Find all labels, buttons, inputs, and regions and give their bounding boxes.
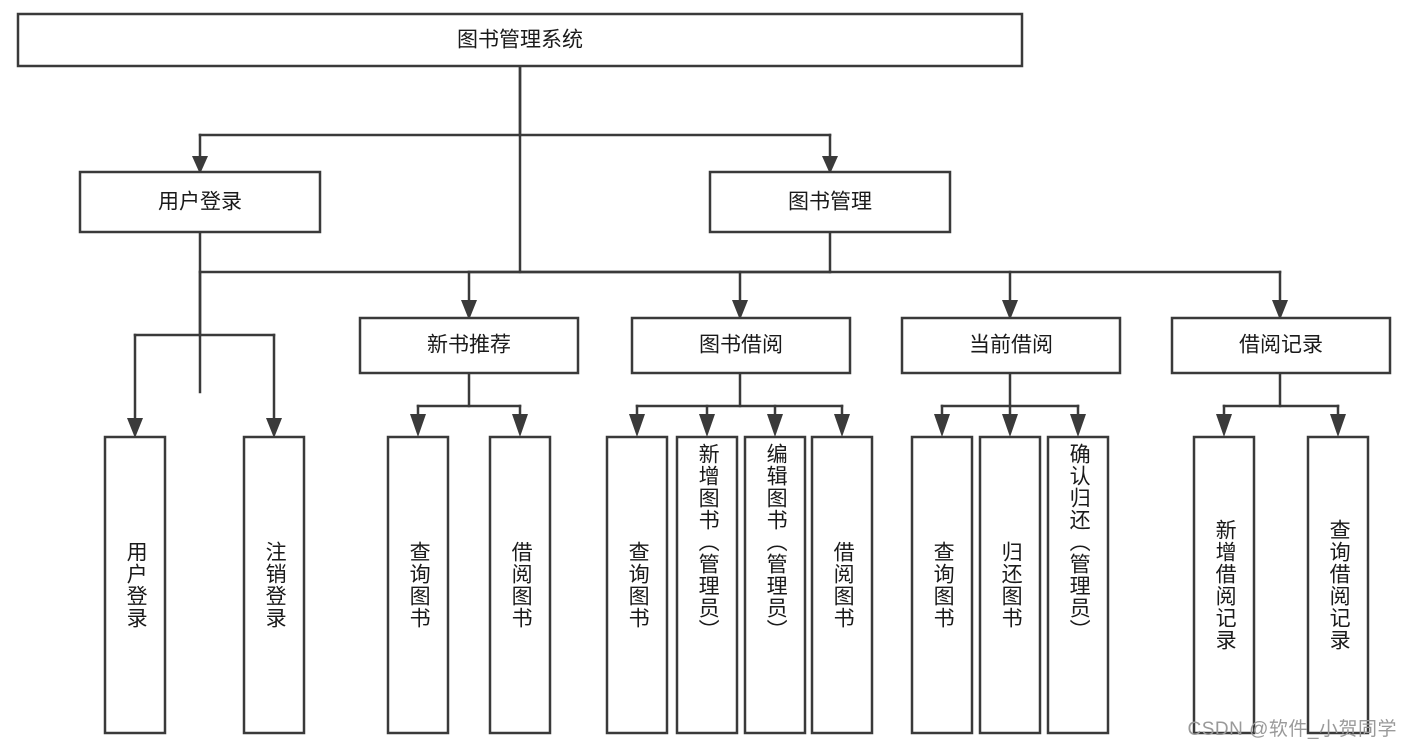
- node-leaf-query-book-1[interactable]: [386, 435, 450, 735]
- node-current-borrow-label: 当前借阅: [969, 334, 1053, 357]
- csdn-watermark: CSDN @软件_小贺同学: [1187, 719, 1397, 740]
- arrow-to-user-login: [192, 156, 208, 174]
- node-leaf-query-book-3[interactable]: [910, 435, 974, 735]
- arrow-leaf-add-book: [699, 414, 715, 437]
- node-leaf-borrow-book-2[interactable]: [810, 435, 874, 735]
- node-leaf-add-book[interactable]: [675, 435, 739, 735]
- node-new-book-rec[interactable]: [358, 316, 580, 375]
- node-leaf-query-book-2[interactable]: [605, 435, 669, 735]
- arrow-leaf-query-book-3: [934, 414, 950, 437]
- arrow-leaf-borrow-book-1: [512, 414, 528, 437]
- arrow-new-book-rec: [461, 300, 477, 320]
- node-leaf-return-book[interactable]: [978, 435, 1042, 735]
- node-root-label: 图书管理系统: [457, 29, 583, 52]
- arrow-leaf-user-login: [127, 418, 143, 438]
- arrow-leaf-query-book-2: [629, 414, 645, 437]
- node-leaf-edit-book[interactable]: [743, 435, 807, 735]
- arrow-leaf-return-book: [1002, 414, 1018, 437]
- node-book-borrow[interactable]: [630, 316, 852, 375]
- node-leaf-logout[interactable]: [242, 435, 306, 735]
- node-layer: 图书管理系统 用户登录 图书管理 新书推荐 图书借阅 当前借阅 借阅记录: [16, 12, 1392, 735]
- node-book-manage[interactable]: [708, 170, 952, 234]
- node-current-borrow[interactable]: [900, 316, 1122, 375]
- arrow-book-borrow: [732, 300, 748, 320]
- node-user-login-label: 用户登录: [158, 191, 242, 214]
- node-leaf-confirm-return[interactable]: [1046, 435, 1110, 735]
- node-root[interactable]: [16, 12, 1024, 68]
- node-leaf-query-record[interactable]: [1306, 435, 1370, 735]
- node-new-book-rec-label: 新书推荐: [427, 334, 511, 357]
- arrow-leaf-edit-book: [767, 414, 783, 437]
- node-user-login[interactable]: [78, 170, 322, 234]
- connector-layer: [127, 64, 1346, 438]
- node-book-manage-label: 图书管理: [788, 191, 872, 214]
- arrow-leaf-query-record: [1330, 414, 1346, 437]
- arrow-leaf-confirm-return: [1070, 414, 1086, 437]
- arrow-leaf-query-book-1: [410, 414, 426, 437]
- node-book-borrow-label: 图书借阅: [699, 334, 783, 357]
- node-leaf-borrow-book-1[interactable]: [488, 435, 552, 735]
- node-borrow-record-label: 借阅记录: [1239, 334, 1323, 357]
- node-borrow-record[interactable]: [1170, 316, 1392, 375]
- node-leaf-user-login[interactable]: [103, 435, 167, 735]
- arrow-leaf-add-record: [1216, 414, 1232, 437]
- arrow-to-book-manage: [822, 156, 838, 174]
- arrow-borrow-record: [1272, 300, 1288, 320]
- node-leaf-add-record[interactable]: [1192, 435, 1256, 735]
- arrow-leaf-borrow-book-2: [834, 414, 850, 437]
- arrow-leaf-logout: [266, 418, 282, 438]
- arrow-current-borrow: [1002, 300, 1018, 320]
